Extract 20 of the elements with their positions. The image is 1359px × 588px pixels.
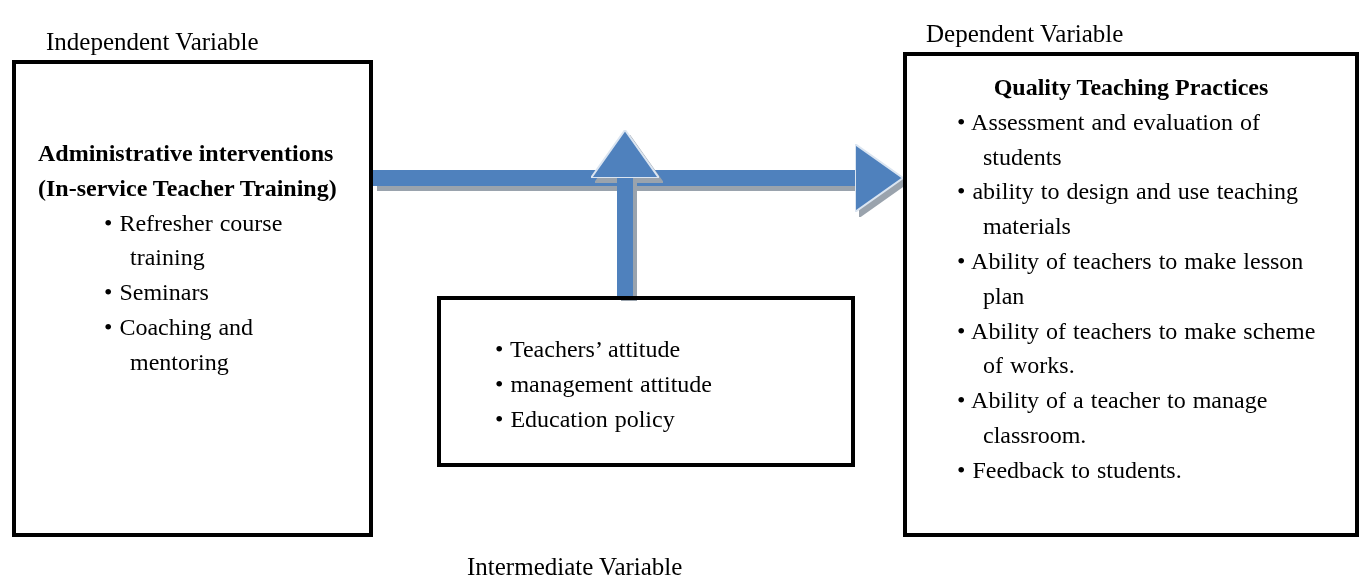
bullet-item: • ability to design and use teaching materials xyxy=(957,177,1299,242)
arrow xyxy=(373,143,904,213)
box-title: Quality Teaching Practices xyxy=(992,73,1270,102)
box-title: Administrative interventions (In-service Teacher Training) xyxy=(38,139,338,203)
bullet-item: • Assessment and evaluation of students xyxy=(957,107,1261,172)
arrow xyxy=(590,129,660,296)
bullet-item: • Teachers’ attitude xyxy=(495,335,682,364)
box-heading: Independent Variable xyxy=(46,27,259,57)
box-heading: Dependent Variable xyxy=(926,19,1124,49)
bullet-item: • Education policy xyxy=(495,404,676,434)
bullet-item: • Coaching and mentoring xyxy=(104,313,255,377)
bullet-item: • Ability of teachers to make scheme of works. xyxy=(957,316,1317,381)
bullet-item: • Ability of a teacher to manage classroom. xyxy=(957,386,1269,450)
bullet-item: • management attitude xyxy=(495,369,713,399)
bullet-item: • Feedback to students. xyxy=(957,455,1183,485)
bullet-item: • Ability of teachers to make lesson plan xyxy=(957,247,1305,311)
box-caption: Intermediate Variable xyxy=(467,553,683,581)
bullet-item: • Refresher course training xyxy=(104,208,284,273)
variable-box xyxy=(437,296,855,467)
bullet-item: • Seminars xyxy=(104,278,210,308)
